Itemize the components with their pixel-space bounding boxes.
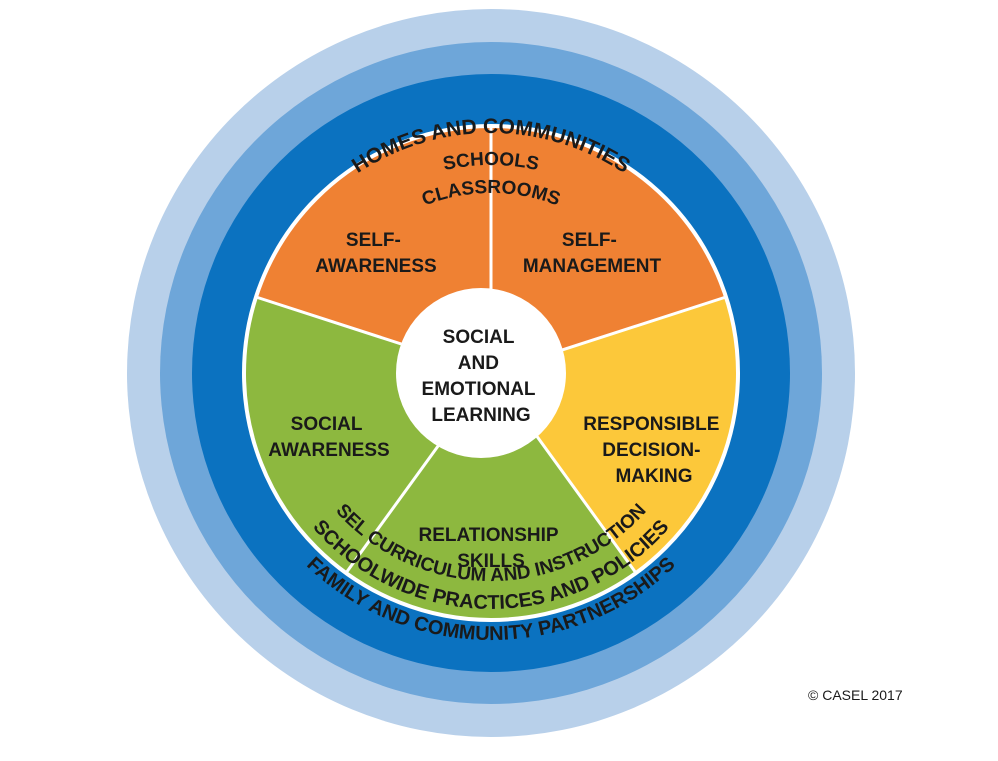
segments-outline (242, 124, 740, 622)
copyright-notice: © CASEL 2017 (808, 687, 903, 703)
self-management-label: SELF- MANAGEMENT (523, 230, 662, 277)
self-awareness-label: SELF- AWARENESS (315, 230, 436, 277)
social-awareness-label: SOCIAL AWARENESS (268, 414, 389, 461)
responsible-decision-making-label: RESPONSIBLE DECISION- MAKING (583, 414, 724, 487)
relationship-skills-segment (346, 373, 636, 621)
sel-center-circle (396, 288, 566, 458)
relationship-skills-label: RELATIONSHIP SKILLS (419, 525, 564, 572)
self-management-segment (491, 126, 726, 373)
sel-center-label: SOCIAL AND EMOTIONAL LEARNING (422, 327, 541, 426)
